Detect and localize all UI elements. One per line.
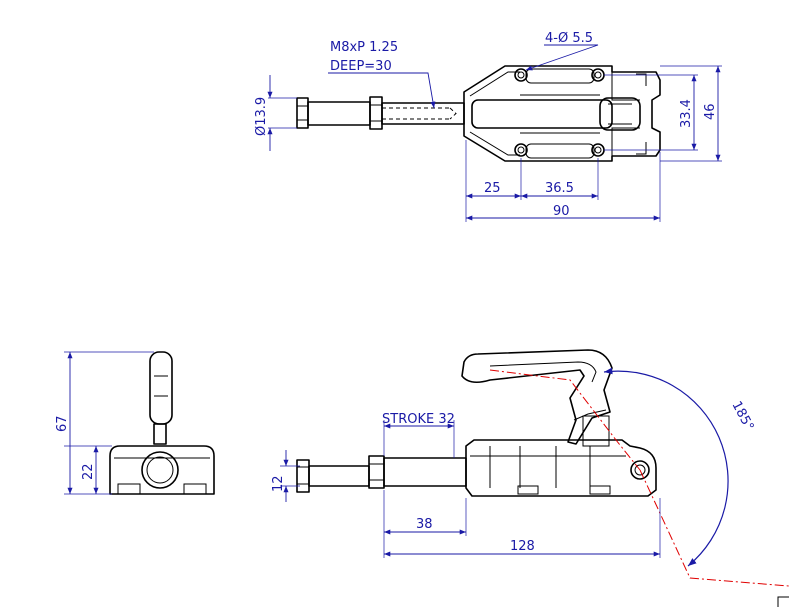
top-view-labels: M8xP 1.25 DEEP=30 4-Ø 5.5 Ø13.9 33.4 46 …: [254, 31, 718, 219]
dim-25-label: 25: [484, 181, 501, 196]
handle: [461, 349, 613, 447]
thread-hidden-lines: [382, 107, 457, 120]
dim-67-label: 67: [55, 415, 70, 432]
deep-note: DEEP=30: [330, 59, 392, 74]
stroke-label: STROKE 32: [382, 412, 455, 427]
swing-arc: [603, 367, 729, 567]
top-view: M8xP 1.25 DEEP=30 4-Ø 5.5 Ø13.9 33.4 46 …: [254, 31, 722, 222]
mounting-holes: [514, 68, 605, 157]
side-view: 67 22: [55, 351, 215, 495]
side-handle: [149, 351, 173, 445]
front-view-dimensions: [280, 420, 661, 558]
dim-38-label: 38: [416, 517, 433, 532]
dim-128-label: 128: [510, 539, 535, 554]
side-view-dimensions: [64, 351, 154, 495]
side-base: [109, 445, 215, 495]
dim-90-label: 90: [553, 204, 570, 219]
thread-note: M8xP 1.25: [330, 40, 398, 55]
top-view-dimensions: [267, 44, 722, 222]
plunger-rod: [296, 96, 465, 130]
front-base: [465, 439, 657, 497]
dim-12-label: 12: [271, 475, 286, 492]
angle-label: 185°: [728, 399, 756, 434]
clamp-body-top: [463, 65, 661, 162]
front-view: STROKE 32 185° 12 38 128: [271, 349, 789, 587]
sheet-corner-mark: [777, 596, 789, 607]
dim-22-label: 22: [81, 463, 96, 480]
front-plunger: [296, 455, 467, 493]
body-width-label: 46: [703, 103, 718, 120]
front-view-labels: STROKE 32 185° 12 38 128: [271, 399, 756, 554]
hole-spacing-label: 33.4: [679, 99, 694, 128]
rod-diameter-label: Ø13.9: [254, 97, 269, 136]
holes-note: 4-Ø 5.5: [545, 31, 593, 46]
side-view-labels: 67 22: [55, 415, 96, 480]
dim-36-5-label: 36.5: [545, 181, 574, 196]
